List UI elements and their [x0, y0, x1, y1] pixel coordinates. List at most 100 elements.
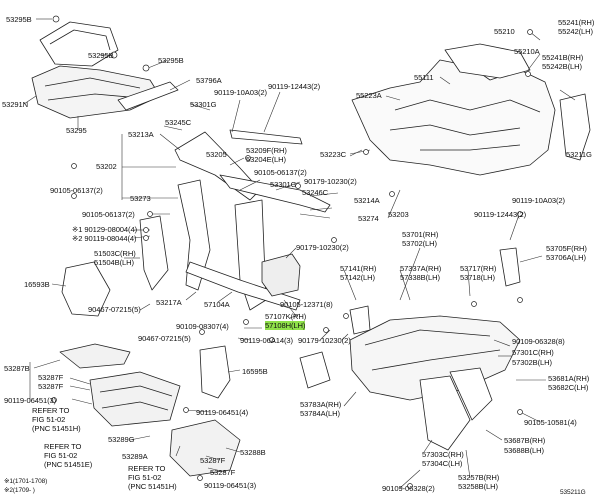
- part-label[interactable]: 90105-06137(2): [82, 210, 135, 219]
- part-label[interactable]: 53214A: [354, 196, 380, 205]
- part-label[interactable]: 55241B(RH): [542, 53, 584, 62]
- part-label[interactable]: 53209F(RH): [246, 146, 287, 155]
- part-label[interactable]: 53273: [130, 194, 151, 203]
- part-label[interactable]: 53717(RH): [460, 264, 497, 273]
- part-label[interactable]: 90179-10230(2): [304, 177, 357, 186]
- part-label[interactable]: 53701(RH): [402, 230, 439, 239]
- dash-panel: [351, 59, 556, 176]
- part-label[interactable]: 53289G: [108, 435, 135, 444]
- reference-note[interactable]: REFER TO FIG 51-02 (PNC 51451H): [32, 406, 81, 433]
- part-label[interactable]: 57141(RH): [340, 264, 377, 273]
- part-label[interactable]: 57337A(RH): [400, 264, 442, 273]
- part-label[interactable]: 53288B: [240, 448, 266, 457]
- part-label[interactable]: 90179-10230(2): [296, 243, 349, 252]
- reference-note[interactable]: REFER TO FIG 51-02 (PNC 51451E): [44, 442, 92, 469]
- part-label[interactable]: 53211G: [566, 150, 592, 159]
- part-label[interactable]: 90179-10230(2): [298, 336, 351, 345]
- ref-line: REFER TO: [44, 442, 82, 451]
- highlighted-part[interactable]: 57108H(LH): [265, 321, 306, 330]
- part-label[interactable]: 53287F: [38, 373, 64, 382]
- part-label[interactable]: 55242B(LH): [542, 62, 582, 71]
- part-label[interactable]: 53258B(LH): [458, 482, 498, 491]
- part-label[interactable]: 53702(LH): [402, 239, 437, 248]
- part-label[interactable]: 53681A(RH): [548, 374, 590, 383]
- part-label[interactable]: 53718(LH): [460, 273, 495, 282]
- part-label[interactable]: 55241(RH): [558, 18, 595, 27]
- part-label[interactable]: 90109-06328(8): [512, 337, 565, 346]
- part-label[interactable]: 53274: [358, 214, 379, 223]
- part-label[interactable]: 53783A(RH): [300, 400, 342, 409]
- part-label[interactable]: 57303C(RH): [422, 450, 464, 459]
- part-label[interactable]: 51503C(RH): [94, 249, 136, 258]
- part-label[interactable]: 53257B(RH): [458, 473, 500, 482]
- part-label[interactable]: 53796A: [196, 76, 222, 85]
- part-label[interactable]: 90119-10A03(2): [512, 196, 565, 205]
- part-label[interactable]: 90119-10A03(2): [214, 88, 267, 97]
- part-label[interactable]: 57302B(LH): [512, 358, 552, 367]
- engine-undercover-front: [59, 343, 131, 369]
- part-label[interactable]: ※1 90129-08004(4): [72, 225, 138, 234]
- reference-note[interactable]: REFER TO FIG 51-02 (PNC 51451H): [128, 464, 177, 491]
- part-label[interactable]: 57104A: [204, 300, 230, 309]
- part-label[interactable]: 53289A: [122, 452, 148, 461]
- lower-member: [449, 367, 493, 421]
- part-label[interactable]: 90119-06A14(3): [240, 336, 293, 345]
- part-label[interactable]: 53295: [66, 126, 87, 135]
- part-label[interactable]: 57107K(RH): [265, 312, 307, 321]
- part-label[interactable]: 53705F(RH): [546, 244, 587, 253]
- part-label[interactable]: 53301G: [270, 180, 297, 189]
- part-label[interactable]: 53784A(LH): [300, 409, 340, 418]
- part-label[interactable]: 53295B: [88, 51, 114, 60]
- part-label[interactable]: 90109-08307(4): [176, 322, 229, 331]
- part-label[interactable]: 90105-10581(4): [524, 418, 577, 427]
- part-label[interactable]: 53295B: [6, 15, 32, 24]
- part-label[interactable]: 55242(LH): [558, 27, 593, 36]
- part-label[interactable]: 55111: [414, 73, 434, 82]
- part-label[interactable]: 53295B: [158, 56, 184, 65]
- part-label[interactable]: 90119-06451(3): [4, 396, 57, 405]
- part-label[interactable]: 55210A: [514, 47, 540, 56]
- part-label[interactable]: 90119-12443(2): [474, 210, 527, 219]
- part-label[interactable]: 55210: [494, 27, 515, 36]
- cowl-side-bracket: [559, 93, 591, 161]
- part-label[interactable]: 53706A(LH): [546, 253, 586, 262]
- part-label[interactable]: 90105-06137(2): [254, 168, 307, 177]
- part-label[interactable]: 53682C(LH): [548, 383, 589, 392]
- part-label[interactable]: 53202: [96, 162, 117, 171]
- part-label[interactable]: 90467-07215(5): [138, 334, 191, 343]
- part-label[interactable]: 53223C: [320, 150, 347, 159]
- part-label[interactable]: ※2 90119-08044(4): [72, 234, 137, 243]
- part-label[interactable]: 53688B(LH): [504, 446, 544, 455]
- part-label[interactable]: 53204E(LH): [246, 155, 286, 164]
- part-label[interactable]: 53245C: [165, 118, 192, 127]
- part-label[interactable]: 53203: [388, 210, 409, 219]
- part-label[interactable]: 57304C(LH): [422, 459, 463, 468]
- footnote: ※2(1709- ): [4, 487, 35, 494]
- part-label[interactable]: 16593B: [24, 280, 50, 289]
- part-label[interactable]: 90119-06451(4): [196, 408, 249, 417]
- part-label[interactable]: 57338B(LH): [400, 273, 440, 282]
- part-label[interactable]: 57142(LH): [340, 273, 375, 282]
- part-label[interactable]: 53287B: [4, 364, 30, 373]
- part-label[interactable]: 53287F: [200, 456, 226, 465]
- part-label[interactable]: 53687B(RH): [504, 436, 546, 445]
- part-label[interactable]: 55223A: [356, 91, 382, 100]
- part-label[interactable]: 90119-12443(2): [268, 82, 321, 91]
- part-label[interactable]: 90105-06137(2): [50, 186, 103, 195]
- part-label[interactable]: 53291N: [2, 100, 29, 109]
- part-label[interactable]: 53301G: [190, 100, 217, 109]
- part-label[interactable]: 90467-07215(5): [88, 305, 141, 314]
- part-label[interactable]: 51504B(LH): [94, 258, 134, 267]
- part-label[interactable]: 53213A: [128, 130, 154, 139]
- part-label[interactable]: 53217A: [156, 298, 182, 307]
- part-label[interactable]: 53246C: [302, 188, 329, 197]
- part-label[interactable]: 90109-06328(2): [382, 484, 435, 493]
- part-label[interactable]: 53287F: [210, 468, 236, 477]
- part-label[interactable]: 53205: [206, 150, 227, 159]
- part-label[interactable]: 57301C(RH): [512, 348, 554, 357]
- part-label[interactable]: 53287F: [38, 382, 64, 391]
- part-label[interactable]: 16595B: [242, 367, 268, 376]
- part-label[interactable]: 90119-06451(3): [204, 481, 257, 490]
- part-label[interactable]: 90105-12371(8): [280, 300, 333, 309]
- part-label[interactable]: 57108H(LH): [265, 321, 305, 330]
